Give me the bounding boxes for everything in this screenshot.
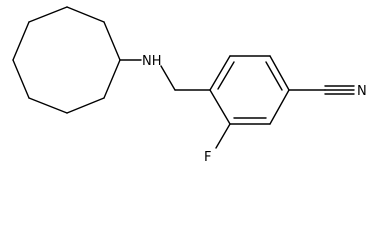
ring-bond (28, 97, 68, 114)
aromatic-bond (209, 55, 231, 91)
ring-bond (103, 21, 121, 61)
fluorine-label: F (204, 150, 211, 165)
nitrogen-to-methylene-bond (160, 65, 176, 91)
aromatic-double-bond (265, 61, 283, 91)
carbon-fluorine-bond (215, 123, 231, 149)
ring-bond (66, 97, 105, 114)
ring-bond (66, 6, 105, 23)
aromatic-bond (209, 89, 231, 125)
ring-bond (12, 21, 30, 61)
chemical-structure: NH F N (12, 6, 367, 165)
aromatic-double-bond (217, 61, 235, 90)
molecule-drawing: NH F N (12, 6, 367, 165)
ring-bond (12, 59, 30, 99)
nitrile-nitrogen-label: N (357, 84, 367, 99)
aromatic-bond (269, 55, 290, 91)
ring-bond (28, 6, 68, 23)
ring-bond (103, 59, 121, 99)
benzene-ring (209, 55, 290, 125)
aromatic-bond (269, 89, 290, 125)
cyclooctane-ring (12, 6, 121, 114)
amine-nitrogen-label: NH (142, 54, 162, 69)
nitrile-triple-bond (324, 85, 355, 95)
